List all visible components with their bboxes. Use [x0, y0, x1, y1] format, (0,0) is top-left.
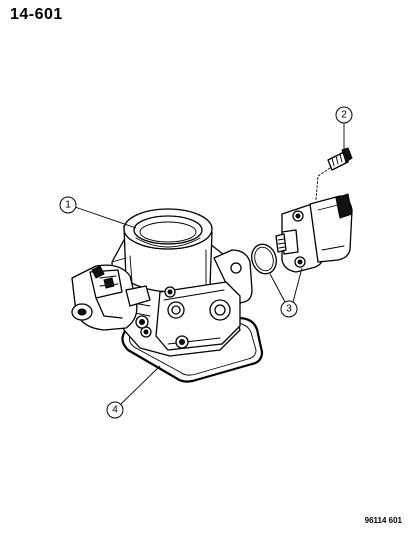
page-code: 14-601	[10, 6, 63, 23]
callout-1: 1	[59, 196, 137, 229]
callout-3: 3	[269, 267, 303, 318]
callout-3-number: 3	[286, 304, 292, 315]
o-ring	[251, 243, 277, 275]
callout-4: 4	[106, 365, 161, 419]
figure-code: 96114 601	[364, 516, 402, 525]
throttle-body	[111, 208, 253, 357]
callout-1-number: 1	[65, 200, 71, 211]
gasket	[121, 316, 264, 383]
throttle-lever	[71, 264, 151, 331]
idle-air-control-motor	[275, 193, 353, 273]
callout-2-number: 2	[341, 110, 347, 121]
callout-4-number: 4	[112, 405, 118, 416]
callout-2: 2	[335, 106, 353, 150]
mounting-screw	[315, 147, 353, 201]
